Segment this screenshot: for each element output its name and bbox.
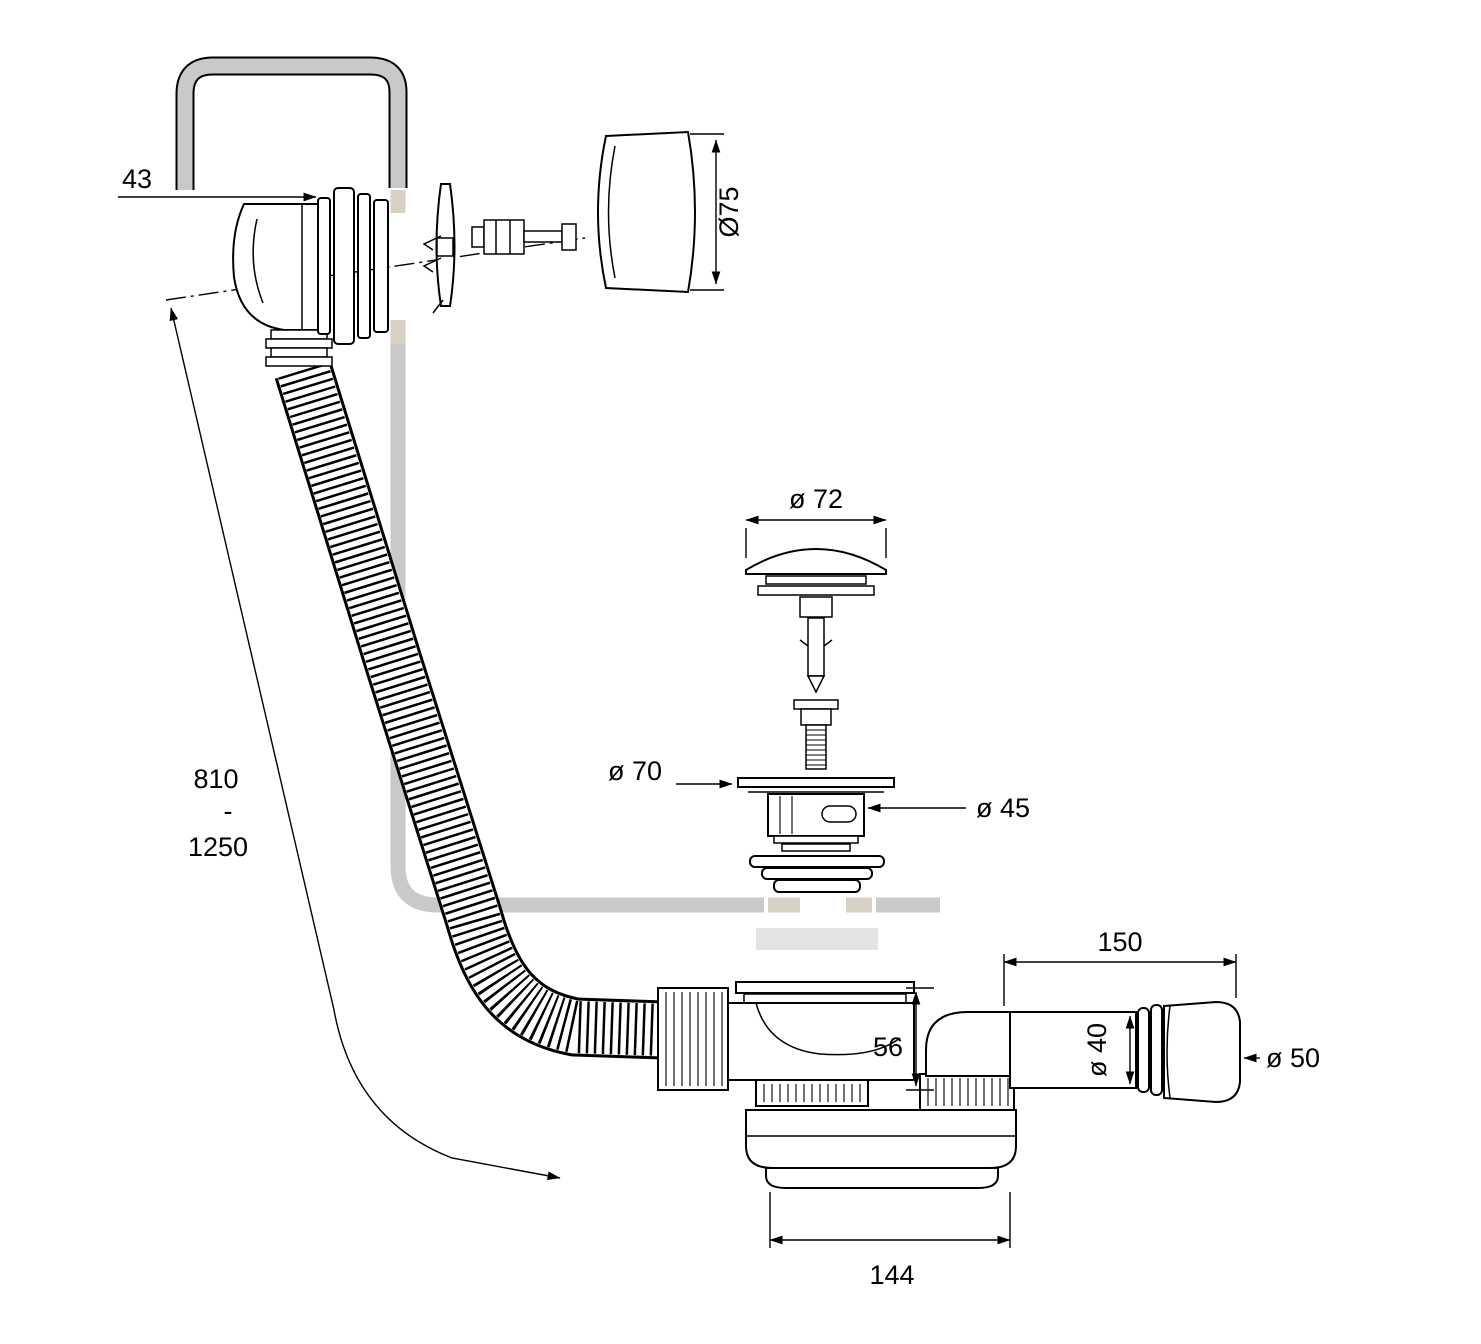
overflow-flange-plate [357, 193, 371, 339]
overflow-elbow-body [232, 203, 319, 331]
tee-body [727, 1002, 915, 1081]
adjuster-body [800, 708, 832, 726]
waste-strainer-lines [779, 796, 793, 834]
coupler-ring [1137, 1007, 1150, 1093]
seal-cone-bottom [773, 879, 861, 893]
dim-45-label: ø 45 [976, 793, 1030, 823]
dim-144-label: 144 [869, 1260, 914, 1290]
clamp-bracket-claws [422, 235, 444, 314]
adjuster-flange [793, 699, 839, 710]
outlet-union-nut-ribs [927, 1078, 1009, 1106]
hose-union-nut [657, 987, 729, 1091]
overflow-cover-inner-curve [607, 145, 616, 279]
plug-linkage-tip [806, 675, 826, 694]
waste-tee-assembly [657, 981, 1017, 1189]
coupler-ring [1150, 1004, 1163, 1096]
overflow-trim-exploded [422, 130, 696, 314]
tub-rim-outline [175, 56, 408, 190]
outlet-end-sleeve-curve [1166, 1005, 1171, 1099]
overflow-elbow-inner-curve [252, 218, 264, 304]
dim-72-label: ø 72 [789, 484, 843, 514]
trap-base-ring [765, 1167, 999, 1189]
dim-56-witness [906, 987, 934, 1091]
tee-top-flange-inner [743, 993, 907, 1004]
overflow-cover-cap [597, 130, 696, 294]
outlet-pipe [1009, 1011, 1137, 1089]
clamp-bracket-boss [436, 237, 454, 257]
dim-75-label: Ø75 [714, 186, 744, 237]
dim-43-label: 43 [122, 164, 152, 194]
waste-step [773, 835, 859, 844]
dimensions: 43 Ø75 ø 72 ø 70 ø 45 810 - 1250 56 150 … [118, 133, 1320, 1290]
screw-body-lines [495, 220, 511, 254]
dim-150-label: 150 [1097, 927, 1142, 957]
overflow-bellows-rib [270, 347, 328, 358]
plug-linkage-wings [799, 639, 833, 647]
dim-75-witness [690, 133, 724, 291]
screw-body [483, 219, 525, 255]
screw-washer [471, 226, 485, 248]
dim-40-label: ø 40 [1082, 1023, 1112, 1077]
rubber-washer [756, 928, 878, 950]
dim-70-label: ø 70 [608, 756, 662, 786]
outlet-pipe-assembly [925, 1000, 1241, 1104]
trap-base-dish [745, 1109, 1017, 1169]
dim-50-label: ø 50 [1266, 1043, 1320, 1073]
hose-body [277, 362, 664, 1057]
dim-56-label: 56 [873, 1032, 903, 1062]
tub-rim-fill [177, 58, 406, 190]
screw-shaft [523, 230, 563, 243]
overflow-flange-plate [317, 197, 331, 335]
plug-seal-disc [757, 585, 875, 596]
waste-strainer-body [767, 793, 865, 837]
hose-length-dimension-line [169, 307, 561, 1180]
waste-strainer-slot [821, 805, 857, 823]
plug-waste-exploded [737, 548, 895, 950]
overflow-bellows-rib [265, 338, 333, 349]
flexible-hose [274, 361, 665, 1060]
tee-top-flange [735, 981, 915, 994]
threaded-rod [805, 724, 827, 770]
dim-72-witness [745, 528, 887, 558]
hose-union-nut-ribs [665, 992, 723, 1086]
overflow-elbow-assembly [232, 187, 389, 367]
hose-length-sep: - [224, 796, 233, 826]
hose-corrugation [278, 362, 664, 1056]
plug-linkage [807, 617, 825, 677]
hose-length-min: 810 [193, 764, 238, 794]
tee-bottom-nut-ribs [763, 1084, 861, 1102]
outlet-elbow [925, 1011, 1015, 1077]
tee-body-waterway [755, 1002, 901, 1056]
seal-cone-mid [761, 867, 873, 880]
seal-cone-top [749, 855, 885, 868]
screw-tip [561, 223, 577, 251]
overflow-flange-plate [373, 199, 389, 333]
overflow-bellows-rib [265, 356, 333, 367]
overflow-flange-plate [333, 187, 355, 345]
waste-step [781, 843, 851, 852]
waste-flange-disc [737, 777, 895, 788]
plug-stem [799, 596, 833, 618]
thread-lines [806, 729, 826, 766]
hose-length-max: 1250 [188, 832, 248, 862]
plug-cap [745, 548, 887, 575]
outlet-end-sleeve [1163, 1000, 1241, 1104]
plug-disc [765, 575, 867, 585]
